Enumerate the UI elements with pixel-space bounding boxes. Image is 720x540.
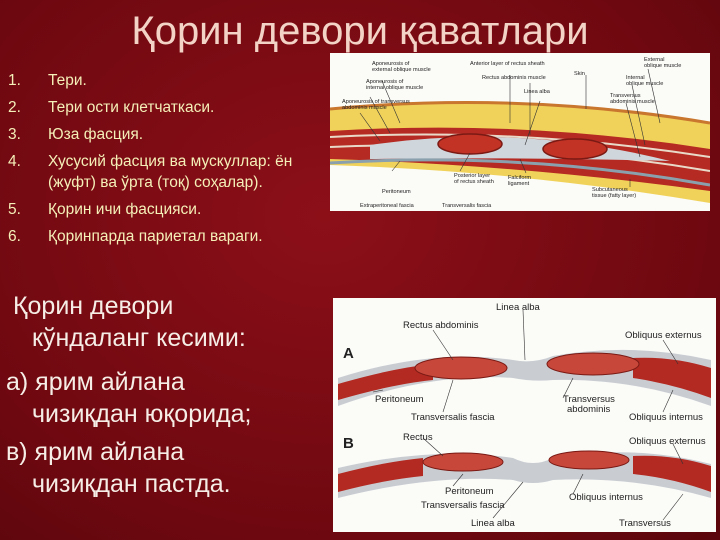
label-external-oblique: External [644, 57, 665, 63]
label-peritoneum: Peritoneum [382, 189, 411, 195]
svg-text:abdominis muscle: abdominis muscle [610, 99, 655, 105]
label-linea-alba: Linea alba [524, 89, 551, 95]
cross-section-heading: Қорин девори кўндаланг кесими: [6, 292, 246, 352]
label-transversalis-fascia-a: Transversalis fascia [411, 412, 495, 423]
label-apo-int: Aponeurosis of [366, 79, 404, 85]
label-apo-ext: Aponeurosis of [372, 61, 410, 67]
label-peritoneum-b: Peritoneum [445, 486, 494, 497]
svg-text:oblique muscle: oblique muscle [644, 63, 681, 69]
layers-list: 1.Тери. 2.Тери ости клетчаткаси. 3.Юза ф… [8, 70, 330, 253]
label-transversus-b: Transversus [619, 518, 671, 529]
abdominal-wall-cross-sections: Linea alba Rectus abdominis Obliquus ext… [333, 298, 716, 532]
label-obliquus-internus-b: Obliquus internus [569, 492, 643, 503]
label-transversus: Transversus [610, 93, 641, 99]
list-item: 3.Юза фасция. [8, 126, 144, 143]
label-linea-alba-top: Linea alba [496, 302, 541, 313]
list-item: 1.Тери. [8, 72, 87, 89]
svg-text:oblique muscle: oblique muscle [626, 81, 663, 87]
svg-text:abdominis: abdominis [567, 404, 611, 415]
label-posterior-sheath: Posterior layer [454, 173, 490, 179]
label-obliquus-internus-a: Obliquus internus [629, 412, 703, 423]
label-falciform: Falciform [508, 175, 531, 181]
label-transversalis-fascia: Transversalis fascia [442, 203, 492, 209]
abdominal-wall-figure-top: Aponeurosis of external oblique muscle A… [330, 53, 710, 211]
label-rectus-abdominis: Rectus abdominis [403, 320, 479, 331]
label-obliquus-externus-b: Obliquus externus [629, 436, 706, 447]
above-semicircular-line: а) ярим айлана чизиқдан юқорида; [6, 368, 252, 428]
slide-title: Қорин девори қаватлари [131, 9, 589, 53]
label-section-b: B [343, 435, 354, 452]
list-item: 4.Хусусий фасция ва мускуллар: ён (жуфт)… [8, 153, 293, 191]
label-peritoneum-a: Peritoneum [375, 394, 424, 405]
svg-text:of rectus sheath: of rectus sheath [454, 179, 494, 185]
list-item: 6.Қоринпарда париетал вараги. [8, 228, 263, 245]
svg-text:abdominis muscle: abdominis muscle [342, 105, 387, 111]
label-subcutaneous: Subcutaneous [592, 187, 628, 193]
label-transversus-abdominis: Transversus [563, 394, 615, 405]
svg-text:internal oblique muscle: internal oblique muscle [366, 85, 423, 91]
label-linea-alba-b: Linea alba [471, 518, 516, 529]
label-rectus: Rectus abdominis muscle [482, 75, 546, 81]
below-semicircular-line: в) ярим айлана чизиқдан пастда. [6, 438, 231, 498]
label-transversalis-fascia-b: Transversalis fascia [421, 500, 505, 511]
label-anterior-sheath: Anterior layer of rectus sheath [470, 61, 545, 67]
svg-text:ligament: ligament [508, 181, 530, 187]
svg-text:external oblique muscle: external oblique muscle [372, 67, 431, 73]
abdominal-wall-illustration: Aponeurosis of external oblique muscle A… [330, 53, 710, 211]
label-apo-trans: Aponeurosis of transversus [342, 99, 410, 105]
label-extraperitoneal: Extraperitoneal fascia [360, 203, 415, 209]
list-item: 5.Қорин ичи фасцияси. [8, 201, 202, 218]
label-rectus-b: Rectus [403, 432, 433, 443]
svg-text:tissue (fatty layer): tissue (fatty layer) [592, 193, 636, 199]
label-skin: Skin [574, 71, 585, 77]
label-section-a: A [343, 345, 354, 362]
label-internal-oblique: Internal [626, 75, 645, 81]
list-item: 2.Тери ости клетчаткаси. [8, 99, 215, 116]
abdominal-wall-figure-bottom: Linea alba Rectus abdominis Obliquus ext… [333, 298, 716, 532]
label-obliquus-externus: Obliquus externus [625, 330, 702, 341]
